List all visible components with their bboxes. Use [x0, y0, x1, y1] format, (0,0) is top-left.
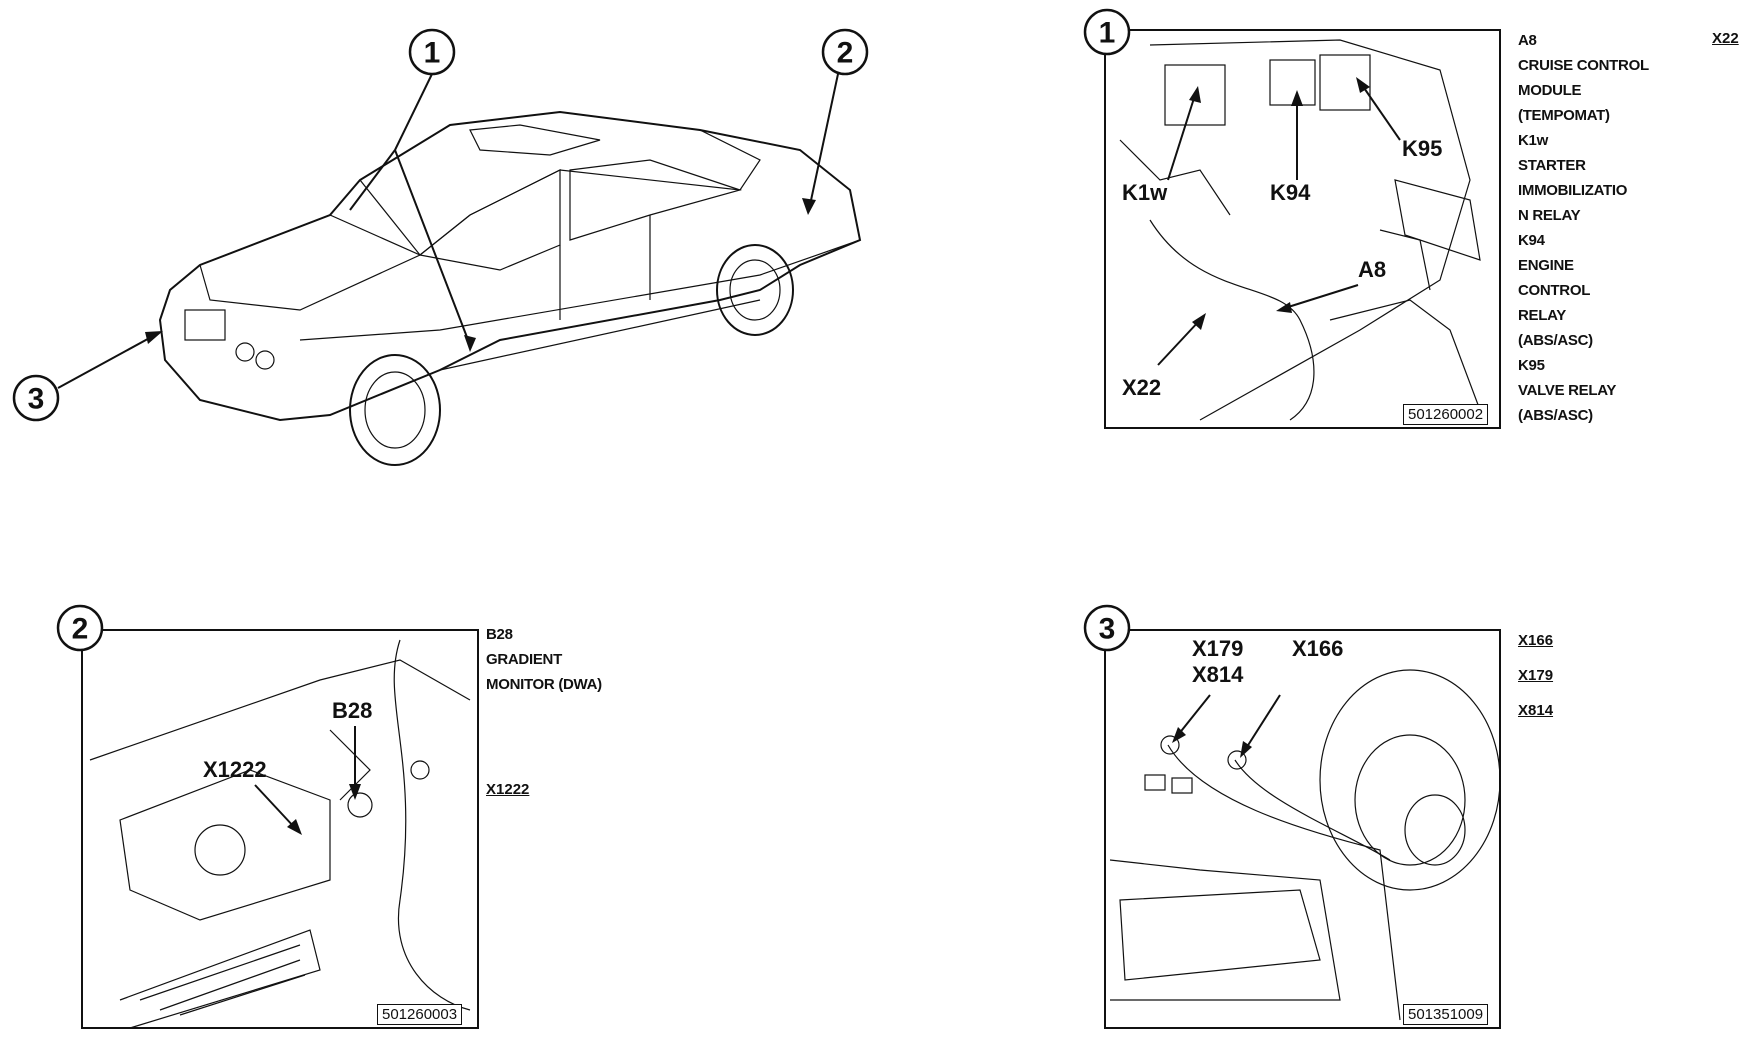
- svg-text:A8: A8: [1358, 257, 1386, 282]
- legend-line: K1w: [1518, 132, 1548, 149]
- svg-text:X22: X22: [1122, 375, 1161, 400]
- svg-text:X814: X814: [1192, 662, 1244, 687]
- svg-text:B28: B28: [332, 698, 372, 723]
- panel-1-part-number: 501260002: [1403, 404, 1489, 425]
- svg-text:X179: X179: [1192, 636, 1243, 661]
- legend-line: N RELAY: [1518, 207, 1581, 224]
- svg-text:X1222: X1222: [203, 757, 267, 782]
- svg-text:3: 3: [28, 383, 45, 416]
- legend-line: (ABS/ASC): [1518, 332, 1593, 349]
- svg-text:1: 1: [1099, 17, 1116, 50]
- legend-line: B28: [486, 626, 513, 643]
- legend-line: MONITOR (DWA): [486, 676, 602, 693]
- legend-line: K95: [1518, 357, 1545, 374]
- legend-line: (TEMPOMAT): [1518, 107, 1610, 124]
- car-illustration: [158, 110, 862, 466]
- legend-line: A8: [1518, 32, 1537, 49]
- panel-2-detail: 2 B28 X1222: [56, 604, 479, 1029]
- panel-2-legend: B28 GRADIENT MONITOR (DWA): [486, 622, 602, 697]
- callout-2: 2: [802, 28, 869, 215]
- legend-line: MODULE: [1518, 82, 1582, 99]
- svg-text:2: 2: [837, 37, 854, 70]
- svg-text:K94: K94: [1270, 180, 1311, 205]
- panel-3-part-number: 501351009: [1403, 1004, 1489, 1025]
- legend-line: RELAY: [1518, 307, 1566, 324]
- panel-2-part-number: 501260003: [377, 1004, 463, 1025]
- svg-text:1: 1: [424, 37, 441, 70]
- legend-line: K94: [1518, 232, 1545, 249]
- connector-x166: X166: [1518, 632, 1554, 649]
- svg-text:K1w: K1w: [1122, 180, 1168, 205]
- panel-1-detail: 1 K1w K94 K95 A8 X22: [1083, 8, 1501, 429]
- legend-line: IMMOBILIZATIO: [1518, 182, 1628, 199]
- connector-x22: X22: [1712, 30, 1739, 47]
- panel-3-detail: 3 X179 X814 X166: [1083, 604, 1501, 1029]
- legend-line: (ABS/ASC): [1518, 407, 1593, 424]
- connector-x179: X179: [1518, 667, 1554, 684]
- svg-text:2: 2: [72, 613, 89, 646]
- legend-line: ENGINE: [1518, 257, 1574, 274]
- legend-line: CONTROL: [1518, 282, 1591, 299]
- svg-text:K95: K95: [1402, 136, 1442, 161]
- connector-x814: X814: [1518, 702, 1554, 719]
- svg-text:3: 3: [1099, 613, 1116, 646]
- svg-text:X166: X166: [1292, 636, 1343, 661]
- legend-line: GRADIENT: [486, 651, 562, 668]
- legend-line: STARTER: [1518, 157, 1586, 174]
- callout-1: 1: [349, 28, 476, 352]
- legend-line: VALVE RELAY: [1518, 382, 1617, 399]
- legend-line: CRUISE CONTROL: [1518, 57, 1649, 74]
- panel-1-legend: A8 CRUISE CONTROL MODULE (TEMPOMAT) K1w …: [1518, 28, 1649, 428]
- callout-3: 3: [12, 331, 163, 422]
- connector-x1222: X1222: [486, 781, 530, 798]
